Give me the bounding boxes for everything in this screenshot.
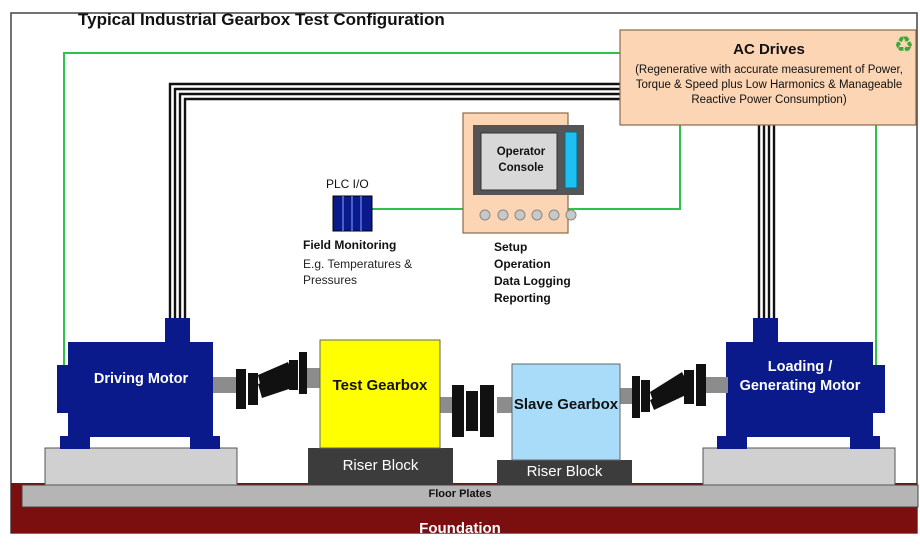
floor-plates (21, 484, 919, 508)
coupling-left (236, 352, 307, 409)
loading-motor (717, 318, 885, 449)
power-cables (168, 82, 776, 319)
console-functions-list: Setup Operation Data Logging Reporting (494, 239, 571, 307)
plc-io-label: PLC I/O (326, 177, 369, 191)
console-function-item: Setup (494, 240, 528, 254)
ac-drives-title: AC Drives (733, 41, 805, 58)
ac-drives-description: (Regenerative with accurate measurement … (635, 64, 903, 106)
driving-motor-plinth (44, 447, 238, 486)
riser-block-label-2: Riser Block (526, 463, 603, 480)
coupling-right (632, 364, 706, 418)
recycle-icon: ♻ (894, 32, 914, 57)
loading-motor-label: Loading / Generating Motor (739, 359, 861, 394)
console-function-item: Reporting (494, 291, 551, 305)
riser-block-2 (497, 460, 632, 485)
test-gearbox-body (319, 339, 441, 449)
floor-plates-label: Floor Plates (428, 488, 492, 500)
field-monitoring-title: Field Monitoring (303, 238, 397, 252)
slave-gearbox-label: Slave Gearbox (513, 396, 619, 413)
console-function-item: Operation (494, 257, 551, 271)
coupling-middle (452, 385, 494, 437)
driving-motor-label: Driving Motor (93, 371, 189, 387)
test-gearbox-label: Test Gearbox (332, 377, 428, 394)
plc-io-module (332, 195, 373, 232)
riser-block-1 (308, 448, 453, 485)
diagram-title: Typical Industrial Gearbox Test Configur… (78, 10, 445, 29)
loading-motor-plinth (702, 447, 896, 486)
field-monitoring-description: E.g. Temperatures & Pressures (303, 257, 413, 288)
console-buttons (479, 209, 577, 221)
operator-console-label: Operator Console (496, 146, 546, 174)
ac-drives-box (619, 29, 917, 126)
foundation-label: Foundation (419, 520, 501, 537)
signal-lines (63, 52, 877, 368)
slave-gearbox-body (511, 363, 621, 461)
riser-block-label-1: Riser Block (342, 457, 419, 474)
driving-motor (57, 318, 220, 449)
console-function-item: Data Logging (494, 274, 571, 288)
